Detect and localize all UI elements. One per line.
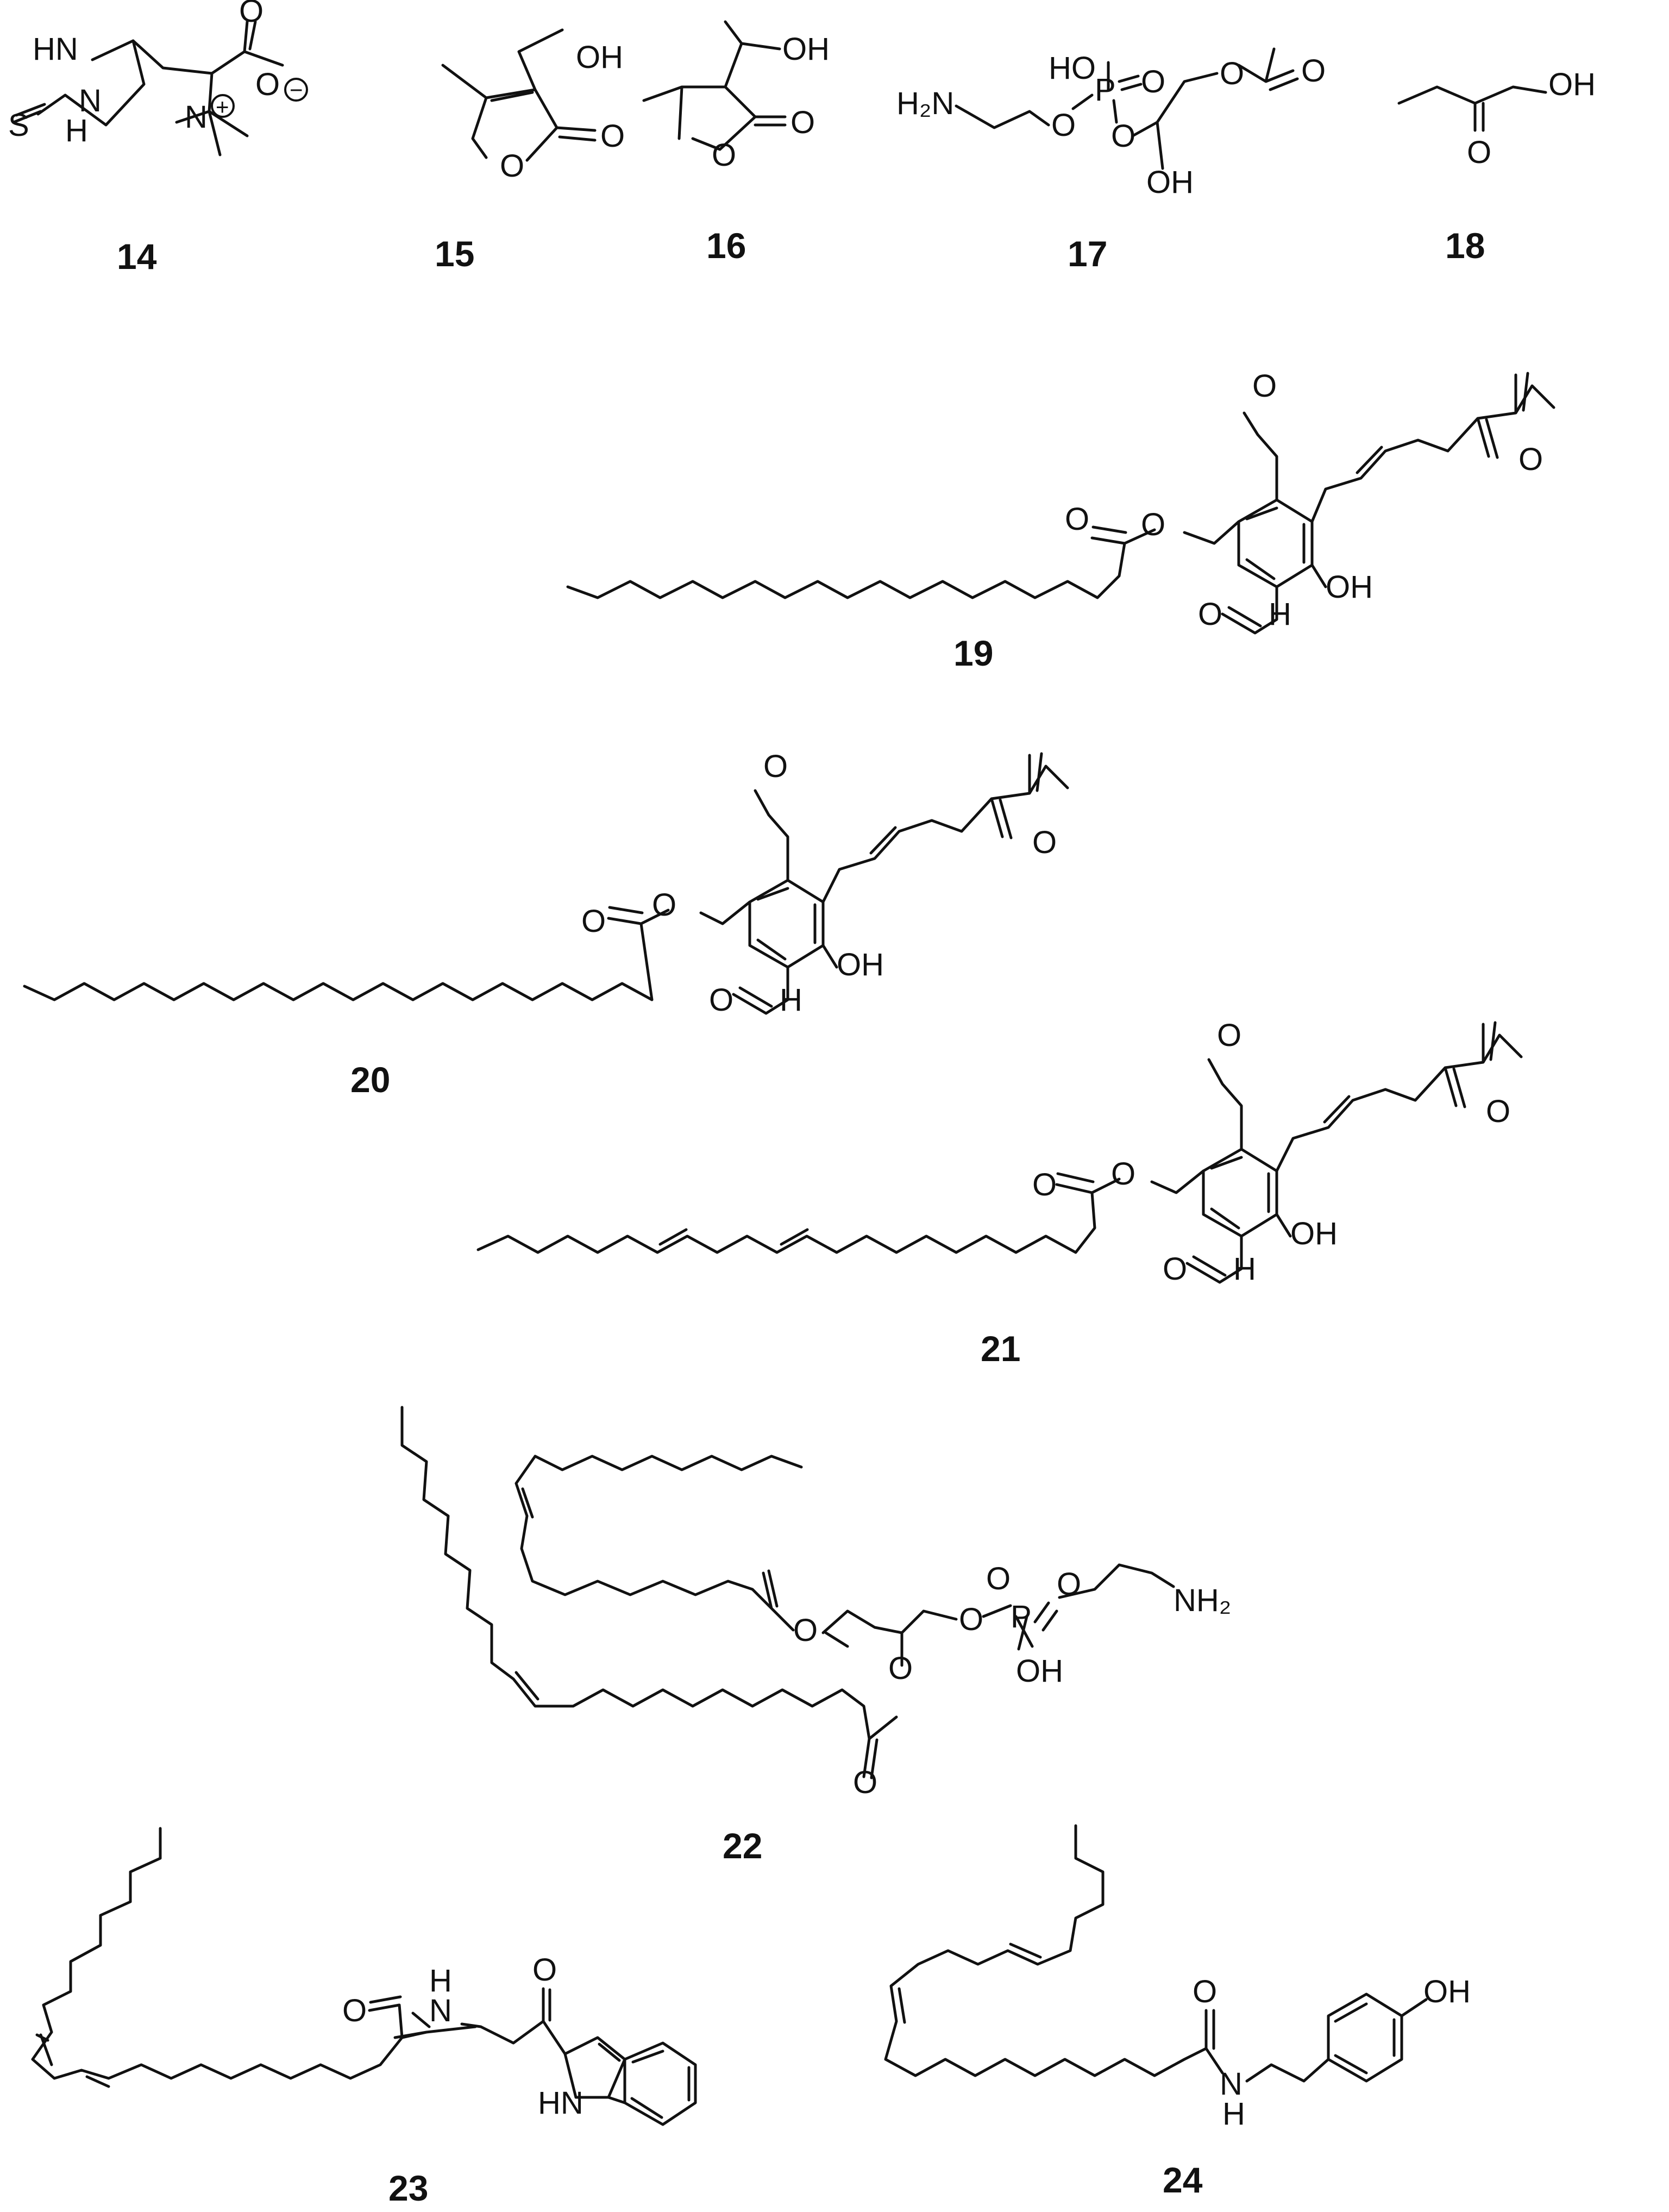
- compound-23: O H N O HN 23: [31, 1827, 697, 2208]
- atom-o-ketone: O: [1032, 825, 1057, 860]
- label-17: 17: [1068, 234, 1107, 274]
- negative-charge: [284, 78, 308, 102]
- atom-o-ester: O: [1141, 507, 1165, 542]
- atom-o: O: [239, 0, 263, 29]
- atom-o-ketone: O: [1519, 442, 1543, 477]
- atom-hn-indole: HN: [538, 2085, 583, 2121]
- atom-o-carbonyl: O: [853, 1765, 877, 1800]
- atom-h-aldehyde: H: [1269, 597, 1291, 632]
- atom-o-ester: O: [888, 1651, 913, 1686]
- atom-o-ring: O: [712, 137, 736, 173]
- atom-oh: OH: [1146, 165, 1194, 200]
- atom-o-carbonyl: O: [1032, 1167, 1057, 1202]
- label-15: 15: [435, 234, 474, 274]
- compound-16: OH O O 16: [642, 20, 830, 266]
- atom-h-aldehyde: H: [780, 982, 802, 1018]
- atom-o-ether: O: [793, 1613, 818, 1648]
- atom-ho: HO: [1049, 51, 1096, 86]
- atom-oh: OH: [1016, 1653, 1063, 1689]
- atom-o-ester: O: [652, 887, 676, 923]
- atom-o-methoxy: O: [763, 749, 788, 784]
- compound-19: O O O OH O H O 19: [566, 368, 1555, 673]
- atom-o-carbonyl: O: [342, 1993, 367, 2028]
- atom-o-carbonyl: O: [1193, 1974, 1217, 2009]
- compound-14: HN H N S O O − N + 14: [8, 0, 308, 277]
- atom-o-methoxy: O: [1217, 1018, 1241, 1053]
- atom-oh: OH: [1290, 1216, 1338, 1251]
- atom-o: O: [1111, 118, 1135, 154]
- atom-o-aldehyde: O: [1163, 1251, 1187, 1287]
- atom-n-amide: N: [1220, 2066, 1243, 2102]
- label-21: 21: [981, 1329, 1020, 1369]
- atom-h-amide: H: [429, 1963, 452, 1998]
- atom-o-aldehyde: O: [1198, 597, 1222, 632]
- positive-charge: [211, 94, 235, 118]
- atom-n-plus: N: [185, 99, 208, 135]
- compound-18: OH O 18: [1397, 67, 1596, 266]
- atom-o-ester: O: [1111, 1156, 1135, 1192]
- atom-o: O: [1057, 1566, 1081, 1602]
- atom-h2n: H₂N: [896, 86, 954, 121]
- atom-o: O: [1051, 108, 1076, 143]
- atom-o-ester: O: [1220, 56, 1244, 91]
- atom-o-methoxy: O: [1252, 368, 1277, 404]
- atom-o-double: O: [1141, 64, 1165, 99]
- label-20: 20: [350, 1060, 390, 1100]
- atom-o: O: [959, 1602, 983, 1637]
- label-18: 18: [1445, 225, 1485, 266]
- atom-o: O: [255, 67, 280, 102]
- compound-15: OH O O 15: [435, 28, 625, 274]
- atom-o-ketone: O: [532, 1952, 557, 1988]
- label-23: 23: [388, 2168, 428, 2208]
- label-19: 19: [953, 633, 993, 673]
- atom-o-carbonyl: O: [1065, 502, 1089, 537]
- compound-22: O O O P O O NH₂ OH O 22: [400, 1406, 1231, 1866]
- atom-p: P: [1011, 1599, 1032, 1634]
- compound-20: O O O OH O H O 20: [23, 749, 1069, 1100]
- atom-p: P: [1095, 72, 1116, 108]
- label-14: 14: [117, 236, 157, 277]
- label-22: 22: [723, 1826, 762, 1866]
- atom-nh: HN: [33, 32, 78, 67]
- atom-nh2: NH₂: [1174, 1583, 1231, 1618]
- atom-oh: OH: [1326, 569, 1373, 605]
- atom-nh: H: [65, 113, 88, 148]
- compound-21: O O O OH O H O 21: [476, 1018, 1523, 1369]
- compound-17: H₂N O P HO O O OH O O 17: [896, 47, 1326, 274]
- atom-oh: OH: [1423, 1974, 1471, 2009]
- negative-charge-sign: −: [290, 77, 303, 103]
- atom-o-carbonyl: O: [581, 904, 606, 939]
- atom-o-carbonyl: O: [1301, 53, 1326, 89]
- label-16: 16: [706, 225, 746, 266]
- positive-charge-sign: +: [216, 94, 229, 120]
- atom-oh: OH: [837, 947, 884, 982]
- atom-h-amide: H: [1222, 2096, 1245, 2132]
- atom-o-ring: O: [500, 148, 524, 184]
- atom-o: O: [1467, 135, 1491, 170]
- atom-oh: OH: [576, 40, 623, 75]
- atom-n-amide: N: [429, 1993, 452, 2028]
- compound-24: O N H OH 24: [884, 1824, 1471, 2200]
- atom-o-double: O: [986, 1561, 1011, 1596]
- atom-o-aldehyde: O: [709, 982, 733, 1018]
- atom-n: N: [79, 83, 102, 118]
- atom-h-aldehyde: H: [1233, 1251, 1256, 1287]
- atom-o-ketone: O: [1486, 1094, 1510, 1129]
- atom-o-carbonyl: O: [790, 105, 815, 140]
- atom-s: S: [8, 108, 29, 143]
- atom-oh: OH: [782, 32, 830, 67]
- atom-oh: OH: [1548, 67, 1596, 102]
- label-24: 24: [1163, 2160, 1203, 2200]
- atom-o-carbonyl: O: [600, 118, 625, 154]
